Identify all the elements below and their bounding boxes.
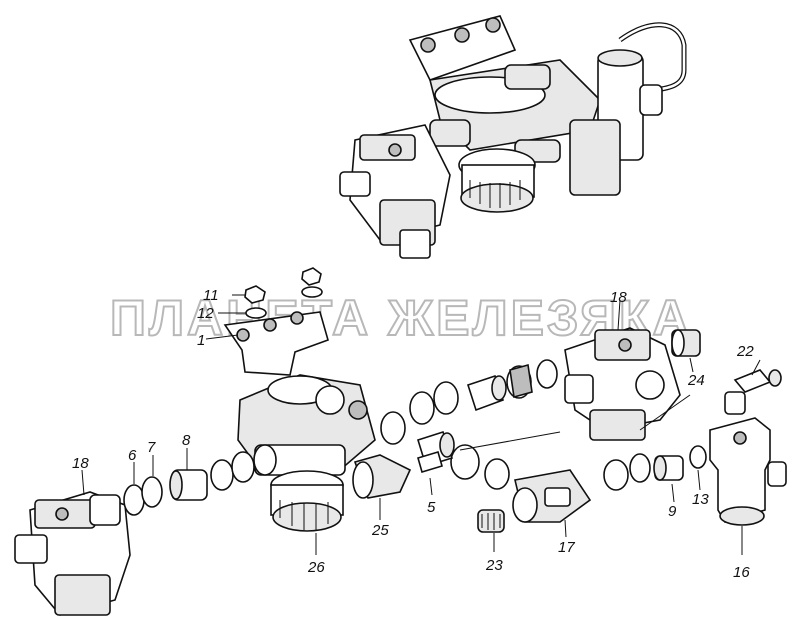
callout-17: 17	[558, 539, 575, 556]
callout-7: 7	[147, 439, 156, 456]
callout-18-left: 18	[72, 455, 89, 472]
callout-18-right: 18	[610, 289, 627, 306]
callout-1: 1	[197, 332, 205, 349]
part-bracket	[223, 311, 329, 376]
callout-9: 9	[668, 503, 677, 520]
part-elbow-22	[724, 369, 782, 415]
part-sleeve-8	[169, 469, 208, 501]
part-nut	[244, 267, 322, 304]
callout-16: 16	[733, 564, 750, 581]
part-brake-valve	[237, 374, 376, 532]
assembled-valve-unit	[339, 15, 687, 259]
part-relay-valve-left	[14, 491, 131, 616]
callout-12: 12	[197, 305, 214, 322]
callout-23: 23	[485, 557, 503, 574]
part-ring	[231, 451, 255, 483]
part-relay-valve-right	[564, 327, 681, 441]
part-plug-23	[477, 509, 505, 533]
callout-24: 24	[687, 372, 705, 389]
part-connector-25	[352, 454, 412, 499]
part-ring	[253, 444, 277, 476]
part-fitting	[417, 363, 533, 473]
callout-22: 22	[736, 343, 754, 360]
callout-13: 13	[692, 491, 709, 508]
part-valve-16	[709, 417, 787, 526]
part-ring-6	[123, 484, 145, 516]
part-ring-7	[141, 476, 163, 508]
callout-11: 11	[203, 287, 219, 304]
part-sleeve-9	[653, 455, 684, 481]
part-connector-17	[512, 469, 592, 523]
callout-6: 6	[128, 447, 137, 464]
callout-8: 8	[182, 432, 191, 449]
callout-5: 5	[427, 499, 436, 516]
watermark-text: ПЛАНЕТА ЖЕЛЕЗЯКА	[110, 290, 692, 346]
part-ring	[210, 459, 234, 491]
part-ring	[380, 359, 707, 491]
part-fitting-24	[671, 329, 701, 357]
callout-25: 25	[371, 522, 389, 539]
callout-26: 26	[307, 559, 325, 576]
